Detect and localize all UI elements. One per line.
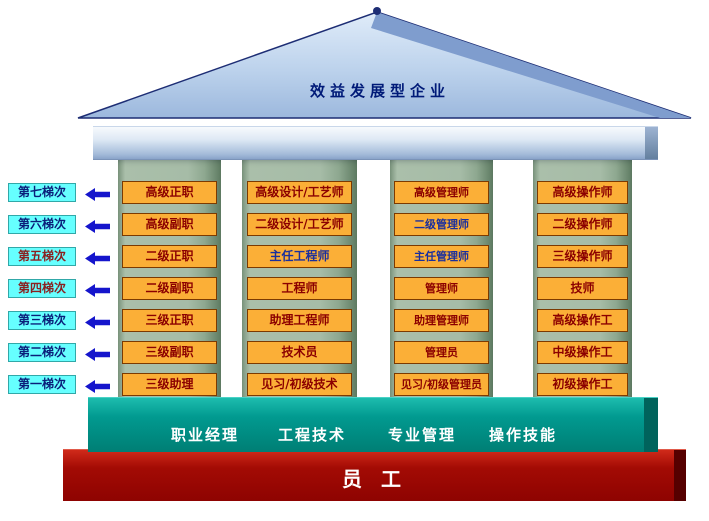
category-label-manager: 职业经理	[170, 426, 239, 444]
left-arrow-icon	[85, 218, 110, 233]
level-box: 主任管理师	[394, 245, 489, 268]
level-box: 主任工程师	[247, 245, 352, 268]
level-box: 助理工程师	[247, 309, 352, 332]
level-box: 二级正职	[122, 245, 217, 268]
roof	[77, 7, 692, 119]
level-box: 二级设计/工艺师	[247, 213, 352, 236]
level-box: 高级操作师	[537, 181, 628, 204]
tier-label: 第五梯次	[8, 247, 76, 266]
level-box: 中级操作工	[537, 341, 628, 364]
left-arrow-icon	[85, 250, 110, 265]
left-arrow-icon	[85, 282, 110, 297]
level-box: 三级副职	[122, 341, 217, 364]
level-box: 二级副职	[122, 277, 217, 300]
category-label-management: 专业管理	[387, 426, 456, 444]
level-box: 高级设计/工艺师	[247, 181, 352, 204]
left-arrow-icon	[85, 186, 110, 201]
level-box: 管理员	[394, 341, 489, 364]
level-box: 技师	[537, 277, 628, 300]
level-box: 高级副职	[122, 213, 217, 236]
level-box: 技术员	[247, 341, 352, 364]
level-box: 工程师	[247, 277, 352, 300]
level-box: 管理师	[394, 277, 489, 300]
level-box: 助理管理师	[394, 309, 489, 332]
employee-label: 员 工	[342, 467, 407, 491]
employee-base: 员 工	[63, 449, 686, 501]
level-box: 高级管理师	[394, 181, 489, 204]
tier-label: 第一梯次	[8, 375, 76, 394]
category-platform: 职业经理 工程技术 专业管理 操作技能	[88, 397, 658, 452]
level-box: 二级操作师	[537, 213, 628, 236]
left-arrow-icon	[85, 378, 110, 393]
left-arrow-icon	[85, 346, 110, 361]
level-box: 高级正职	[122, 181, 217, 204]
tier-label: 第二梯次	[8, 343, 76, 362]
enterprise-title: 效益发展型企业	[309, 82, 450, 100]
tier-label: 第三梯次	[8, 311, 76, 330]
architrave-beam	[93, 126, 658, 160]
level-box: 三级助理	[122, 373, 217, 396]
left-arrow-icon	[85, 314, 110, 329]
level-box: 高级操作工	[537, 309, 628, 332]
tier-label: 第六梯次	[8, 215, 76, 234]
level-box: 三级操作师	[537, 245, 628, 268]
level-box: 见习/初级管理员	[394, 373, 489, 396]
tier-label: 第七梯次	[8, 183, 76, 202]
level-box: 初级操作工	[537, 373, 628, 396]
tier-label: 第四梯次	[8, 279, 76, 298]
level-box: 见习/初级技术	[247, 373, 352, 396]
level-box: 二级管理师	[394, 213, 489, 236]
category-label-engineering: 工程技术	[277, 426, 346, 444]
category-label-operation: 操作技能	[488, 426, 557, 444]
level-box: 三级正职	[122, 309, 217, 332]
